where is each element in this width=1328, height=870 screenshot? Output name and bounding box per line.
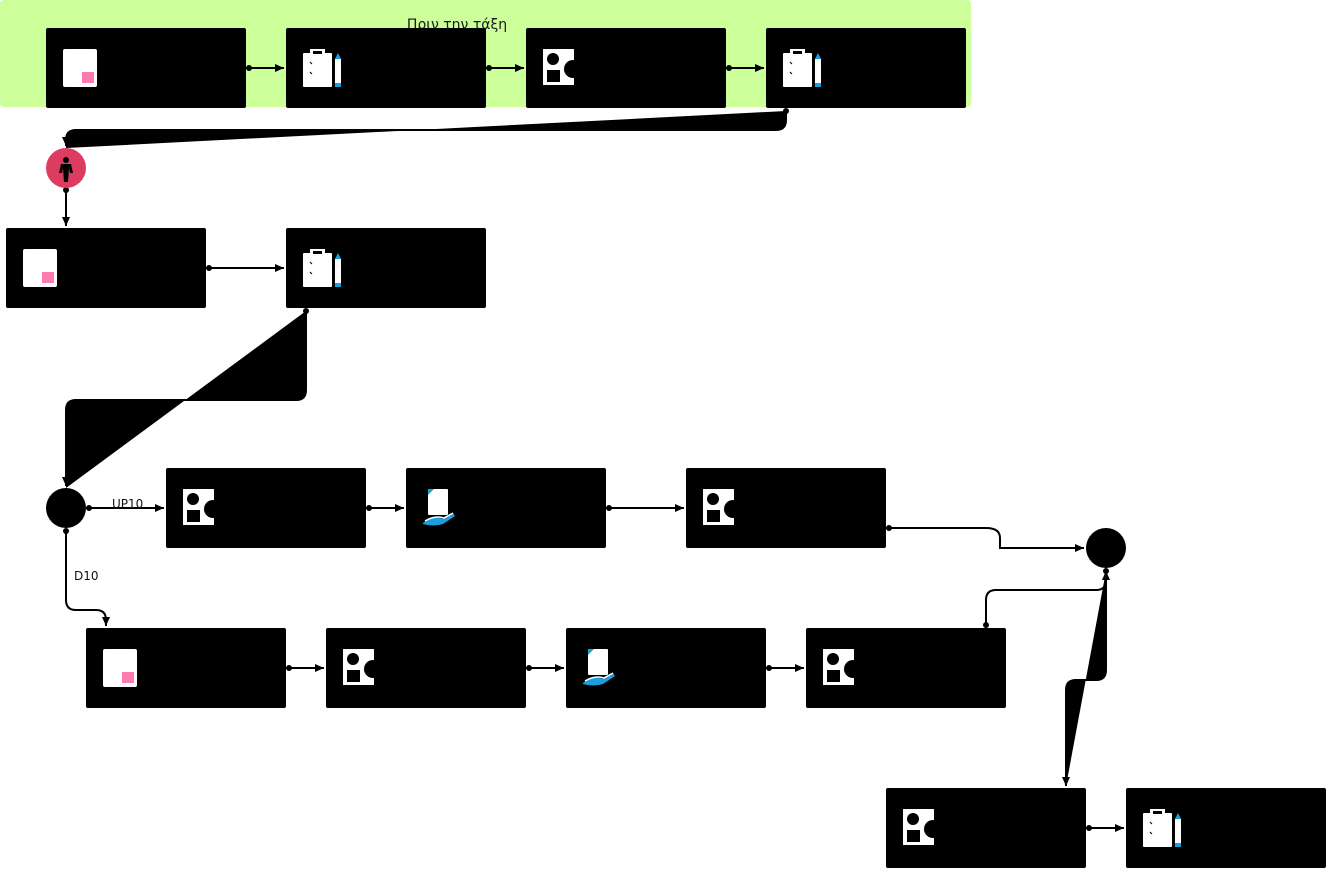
activity-box[interactable]	[46, 28, 246, 108]
edge-label-up: UP10	[112, 497, 143, 511]
edge-label-down: D10	[74, 569, 99, 583]
node-n14[interactable]	[886, 788, 1086, 868]
node-n1[interactable]	[46, 28, 246, 108]
activity-box[interactable]	[766, 28, 966, 108]
connectors	[62, 64, 1124, 832]
page-icon	[23, 249, 57, 287]
node-n10[interactable]	[86, 628, 286, 708]
node-n9[interactable]	[686, 468, 886, 548]
node-n13[interactable]	[806, 628, 1006, 708]
nodes	[6, 28, 1326, 868]
connector-band-top	[66, 111, 786, 148]
edge-c1-n10[interactable]	[65, 531, 110, 626]
node-c1[interactable]	[46, 488, 86, 528]
node-n15[interactable]	[1126, 788, 1326, 868]
connector-band-middle	[66, 311, 306, 488]
activity-box[interactable]	[686, 468, 886, 548]
merge-node[interactable]	[1086, 528, 1126, 568]
node-n11[interactable]	[326, 628, 526, 708]
activity-box[interactable]	[806, 628, 1006, 708]
activity-box[interactable]	[1126, 788, 1326, 868]
activity-box[interactable]	[326, 628, 526, 708]
node-n6[interactable]	[286, 228, 486, 308]
node-c2[interactable]	[1086, 528, 1126, 568]
activity-box[interactable]	[526, 28, 726, 108]
connector-band-right	[1066, 571, 1106, 786]
node-n2[interactable]	[286, 28, 486, 108]
edge-n13-c2[interactable]	[985, 571, 1110, 625]
edge-n9-c2[interactable]	[889, 527, 1084, 552]
page-icon	[103, 649, 137, 687]
connection-points	[63, 65, 1109, 831]
activity-box[interactable]	[406, 468, 606, 548]
page-icon	[63, 49, 97, 87]
node-p1[interactable]	[46, 148, 86, 188]
node-n4[interactable]	[766, 28, 966, 108]
node-n8[interactable]	[406, 468, 606, 548]
activity-box[interactable]	[286, 228, 486, 308]
node-n5[interactable]	[6, 228, 206, 308]
activity-box[interactable]	[86, 628, 286, 708]
activity-box[interactable]	[566, 628, 766, 708]
activity-box[interactable]	[166, 468, 366, 548]
node-n3[interactable]	[526, 28, 726, 108]
decision-node[interactable]	[46, 488, 86, 528]
activity-box[interactable]	[286, 28, 486, 108]
node-n12[interactable]	[566, 628, 766, 708]
node-n7[interactable]	[166, 468, 366, 548]
activity-box[interactable]	[886, 788, 1086, 868]
activity-box[interactable]	[6, 228, 206, 308]
